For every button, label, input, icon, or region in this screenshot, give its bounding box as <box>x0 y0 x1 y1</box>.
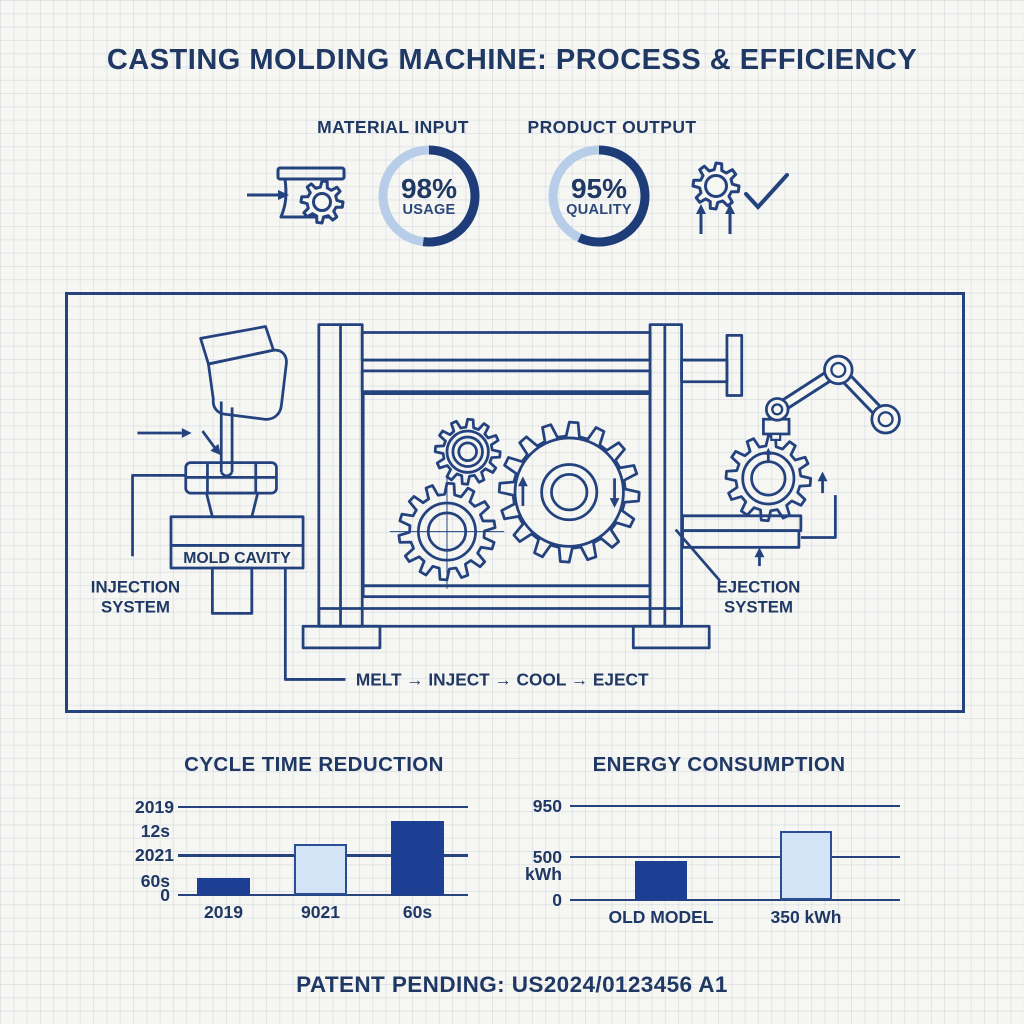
gauge-arc <box>378 145 480 247</box>
product-output-icon <box>688 148 798 248</box>
quality-metric: QUALITY <box>566 202 632 219</box>
pouring-ladle-icon <box>199 325 288 478</box>
robot-arm-icon <box>762 354 901 441</box>
x-category-label: 60s <box>402 902 433 922</box>
bar <box>391 821 444 895</box>
x-category-label: 9021 <box>301 902 340 922</box>
patent-number: PATENT PENDING: US2024/0123456 A1 <box>296 972 728 997</box>
gear-icon <box>433 417 502 486</box>
product-output-label: PRODUCT OUTPUT <box>527 117 697 137</box>
gear-icon <box>724 434 813 523</box>
y-tick-label: 0 <box>552 890 562 910</box>
page-title: CASTING MOLDING MACHINE: PROCESS & EFFIC… <box>106 44 918 76</box>
y-tick-label: 2019 <box>135 797 174 817</box>
injection-system-label-line2: SYSTEM <box>101 597 170 616</box>
usage-metric: USAGE <box>402 202 456 219</box>
y-tick-label: 950 <box>532 796 562 816</box>
chart-gridline <box>178 894 468 897</box>
chart-title: CYCLE TIME REDUCTION <box>184 753 444 776</box>
injection-funnel <box>184 461 278 519</box>
gear-icon <box>691 161 741 211</box>
chart-gridline <box>570 899 900 902</box>
chart-gridline <box>570 805 900 808</box>
x-category-label: OLD MODEL <box>608 907 714 927</box>
machine-frame <box>301 323 744 650</box>
mold-cavity-label: MOLD CAVITY <box>183 550 291 567</box>
chart-gridline <box>178 806 468 809</box>
machine-diagram-panel: MOLD CAVITY INJECTION SYSTEM EJECTION SY… <box>65 292 965 713</box>
x-category-label: 350 kWh <box>770 907 842 927</box>
injection-system-label-line1: INJECTION <box>91 578 180 597</box>
ejection-conveyor <box>681 514 803 549</box>
arrow-head <box>725 204 735 214</box>
injection-leader-line <box>131 474 186 557</box>
chart-title: ENERGY CONSUMPTION <box>592 753 846 776</box>
flow-arrow <box>201 430 218 451</box>
checkmark-icon <box>744 173 789 210</box>
material-input-label: MATERIAL INPUT <box>317 117 469 137</box>
y-tick-label: 60s <box>140 870 170 891</box>
ejection-system-label-line2: SYSTEM <box>724 597 793 616</box>
ejection-pointer-line <box>674 528 722 582</box>
ejection-leader-line <box>800 495 837 539</box>
bar <box>635 861 687 900</box>
arrow-heads <box>181 428 828 558</box>
x-category-label: 2019 <box>204 902 243 922</box>
ejection-system-label-line1: EJECTION <box>717 578 801 597</box>
mold-block <box>169 515 305 615</box>
bar <box>294 843 347 895</box>
gear-check-icon <box>691 161 789 234</box>
y-tick-label: 0 <box>160 885 170 905</box>
hopper-gear-icon <box>247 166 346 225</box>
usage-value: 98% <box>400 172 458 204</box>
process-flow-leader <box>283 568 346 681</box>
process-flow-label: MELT → INJECT → COOL → EJECT <box>356 669 649 689</box>
y-tick-label: 500 <box>532 847 562 867</box>
arrow-head <box>696 204 706 214</box>
arrow-head <box>278 190 289 200</box>
quality-gauge: 95% QUALITY <box>541 138 657 254</box>
quality-value: 95% <box>570 172 628 204</box>
gear-icon <box>299 179 345 225</box>
gear-icon <box>497 420 641 564</box>
y-tick-label: 12s <box>140 820 170 841</box>
y-tick-label: 2021 <box>135 845 174 866</box>
gear-icon <box>691 161 741 211</box>
gear-icon <box>299 179 345 225</box>
machine-diagram: MOLD CAVITY INJECTION SYSTEM EJECTION SY… <box>91 323 901 689</box>
material-input-icon <box>242 150 364 250</box>
bar <box>197 878 250 895</box>
gauge-arc <box>548 145 650 247</box>
bar <box>780 831 832 900</box>
y-tick-label: kWh <box>525 864 562 884</box>
chart-gridline <box>570 856 900 859</box>
usage-gauge: 98% USAGE <box>371 138 487 254</box>
